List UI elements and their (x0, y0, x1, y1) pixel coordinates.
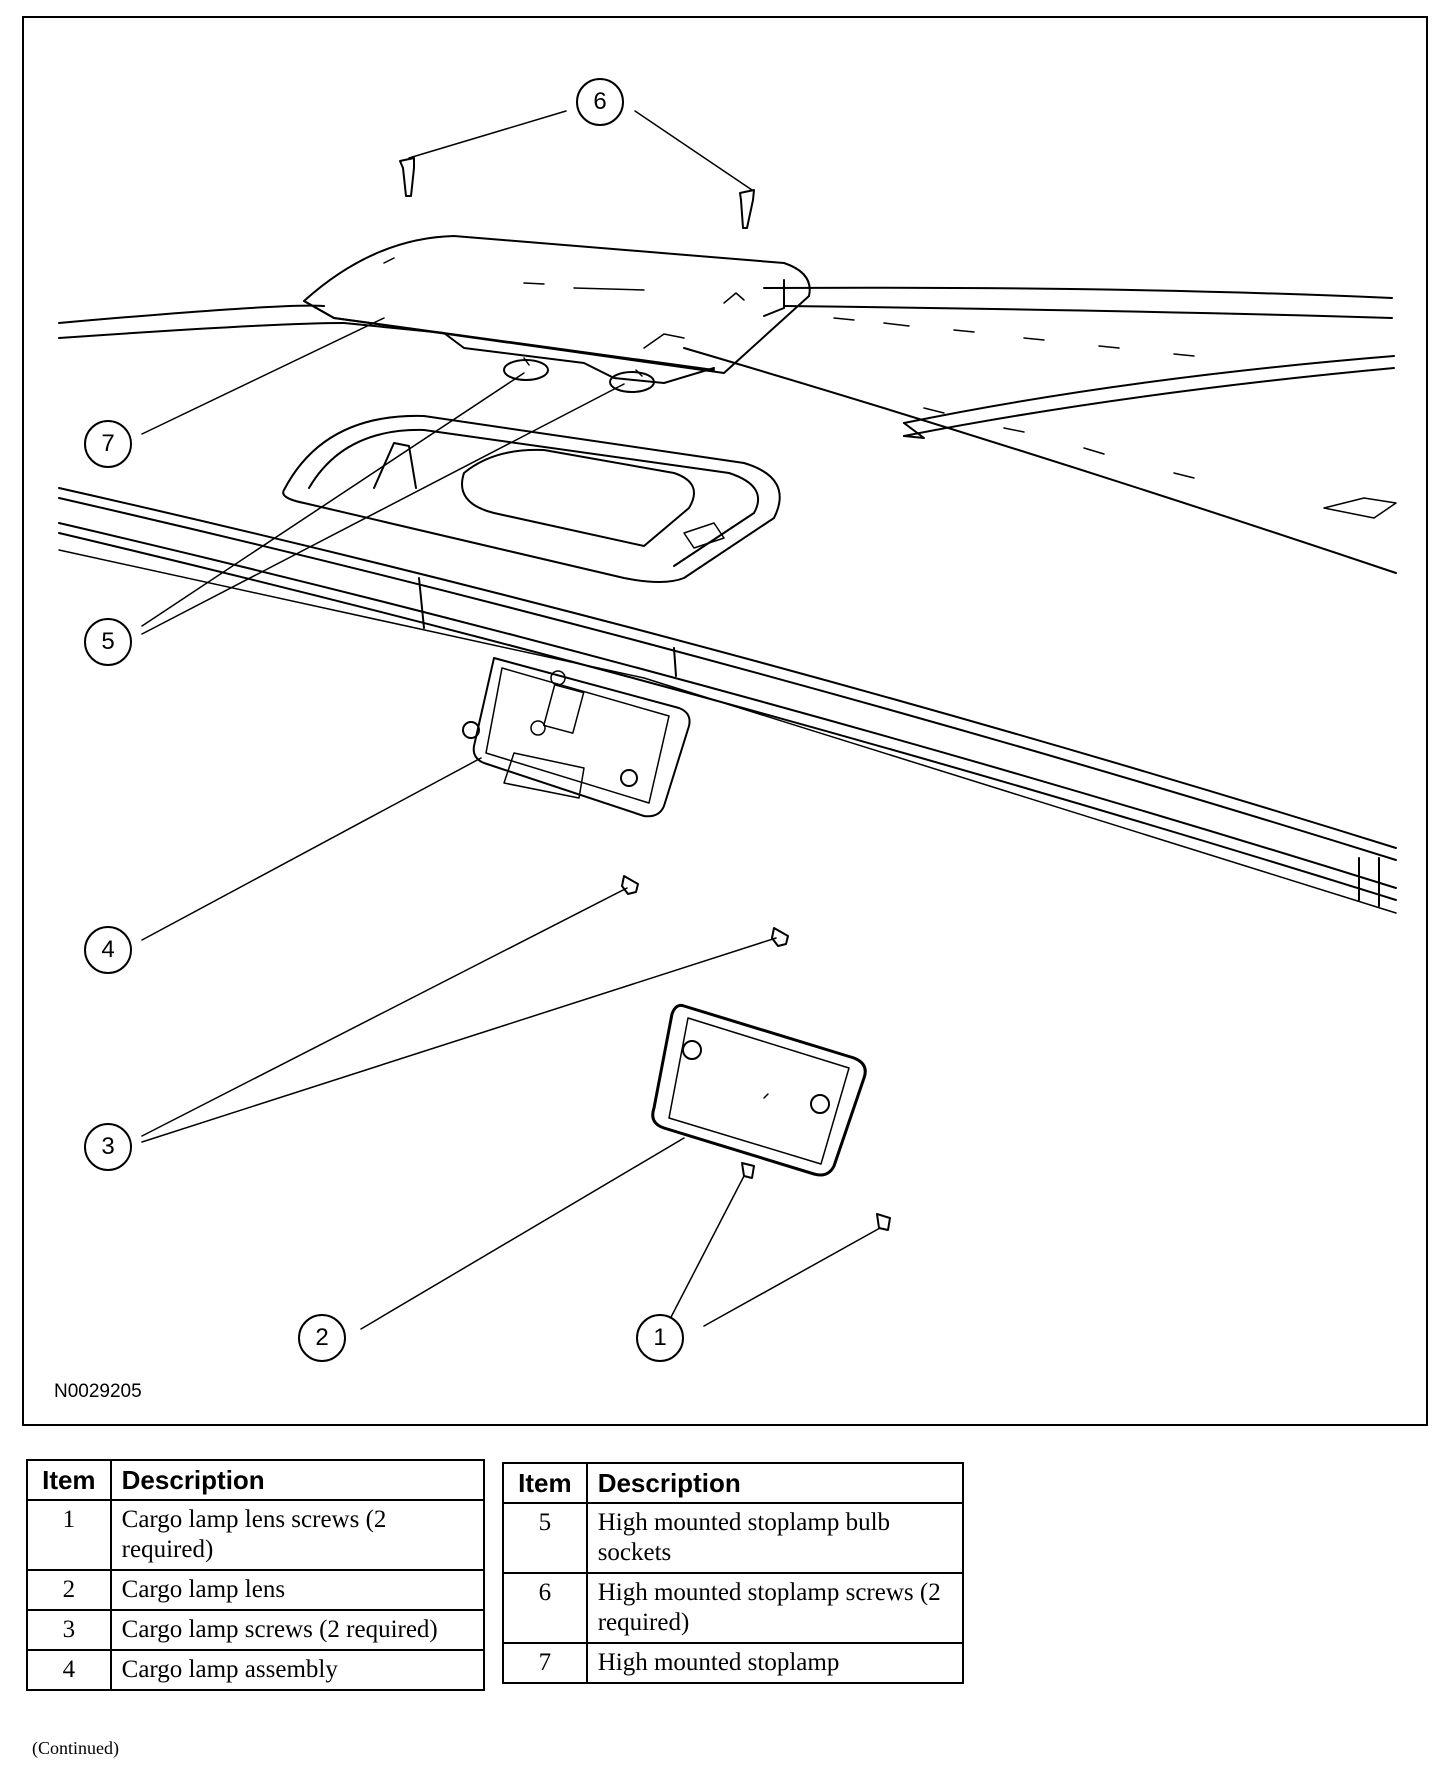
item-number: 4 (26, 1649, 112, 1691)
cargo-lamp-lens (651, 1003, 867, 1177)
parts-table-left: Item Description 1 Cargo lamp lens screw… (26, 1459, 486, 1691)
item-description: High mounted stoplamp bulb sockets (585, 1502, 965, 1574)
parts-table-right: Item Description 5 High mounted stoplamp… (502, 1462, 965, 1684)
roof-opening (282, 414, 781, 583)
callout-7: 7 (84, 420, 132, 468)
cargo-lamp-lens-screws (741, 1162, 891, 1231)
description-header: Description (585, 1462, 965, 1504)
cargo-lamp-screws (621, 875, 789, 947)
item-description: Cargo lamp assembly (109, 1649, 486, 1691)
item-description: Cargo lamp screws (2 required) (109, 1609, 486, 1651)
item-description: Cargo lamp lens (109, 1569, 486, 1611)
figure-id: N0029205 (54, 1381, 142, 1402)
table-row: 7 High mounted stoplamp (502, 1642, 965, 1684)
table-row: 2 Cargo lamp lens (26, 1569, 486, 1611)
roof-outline (58, 286, 1397, 914)
leader-lines (141, 110, 881, 1330)
table-row: 4 Cargo lamp assembly (26, 1649, 486, 1691)
item-number: 7 (502, 1642, 588, 1684)
table-header-row: Item Description (26, 1459, 486, 1501)
description-header: Description (109, 1459, 486, 1501)
callout-1: 1 (636, 1314, 684, 1362)
stoplamp-screws (399, 157, 755, 229)
item-description: Cargo lamp lens screws (2 required) (109, 1499, 486, 1571)
item-number: 6 (502, 1572, 588, 1644)
callout-3: 3 (84, 1123, 132, 1171)
line-drawing (58, 110, 1397, 1330)
callout-6: 6 (576, 78, 624, 126)
callout-2: 2 (298, 1314, 346, 1362)
item-number: 2 (26, 1569, 112, 1611)
item-number: 5 (502, 1502, 588, 1574)
table-row: 6 High mounted stoplamp screws (2 requir… (502, 1572, 965, 1644)
cargo-lamp-assembly (462, 657, 691, 818)
item-description: High mounted stoplamp (585, 1642, 965, 1684)
callout-5: 5 (84, 618, 132, 666)
continued-note: (Continued) (32, 1738, 119, 1758)
item-number: 3 (26, 1609, 112, 1651)
high-mounted-stoplamp (303, 235, 811, 393)
item-header: Item (26, 1459, 112, 1501)
callout-4: 4 (84, 926, 132, 974)
table-header-row: Item Description (502, 1462, 965, 1504)
table-row: 3 Cargo lamp screws (2 required) (26, 1609, 486, 1651)
item-description: High mounted stoplamp screws (2 required… (585, 1572, 965, 1644)
item-header: Item (502, 1462, 588, 1504)
item-number: 1 (26, 1499, 112, 1571)
exploded-view-illustration: 6 7 5 4 3 2 1 N0029205 (22, 16, 1428, 1426)
table-row: 5 High mounted stoplamp bulb sockets (502, 1502, 965, 1574)
table-row: 1 Cargo lamp lens screws (2 required) (26, 1499, 486, 1571)
